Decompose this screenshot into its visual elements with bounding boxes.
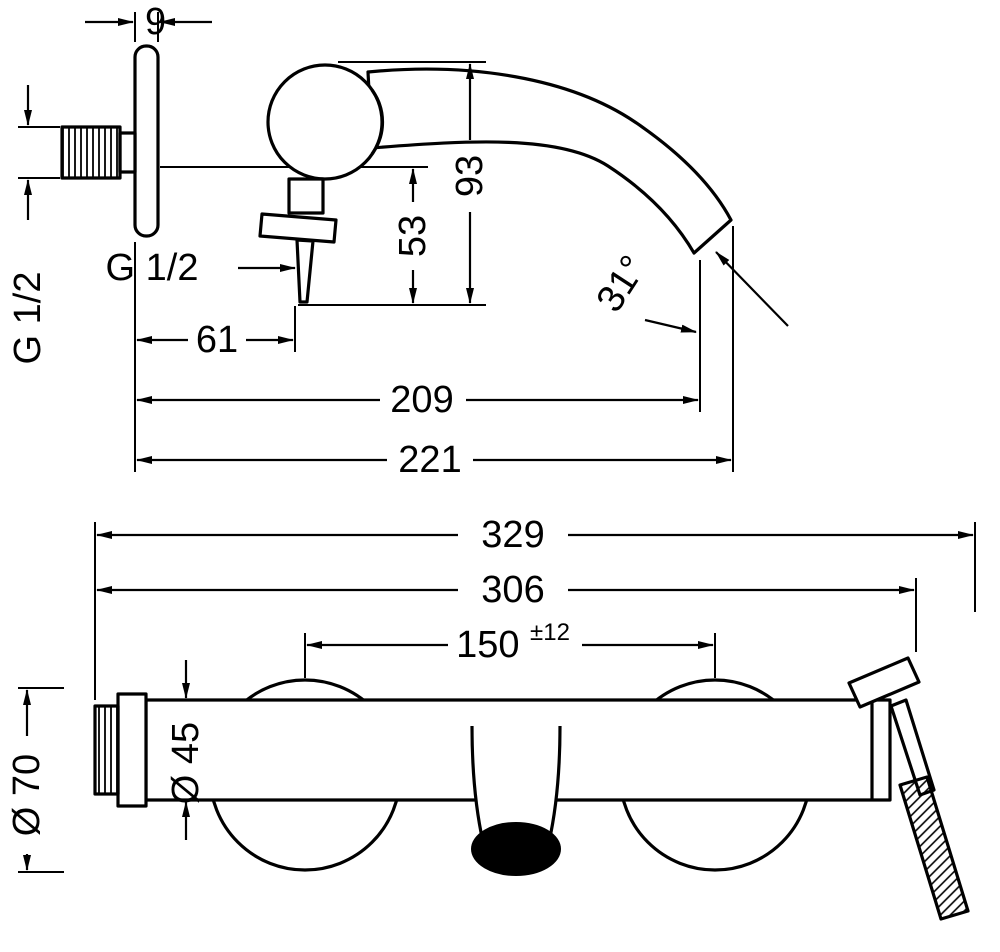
handle-lever	[258, 212, 338, 244]
dim-45-label: Ø 45	[165, 722, 207, 804]
handle-neck	[287, 177, 325, 215]
spout-profile	[366, 67, 733, 255]
dim-93-label: 93	[449, 155, 491, 197]
dim-70-label: Ø 70	[6, 754, 48, 836]
handle-grip-hatch	[900, 777, 968, 919]
dim-209-label: 209	[390, 379, 453, 421]
dim-150-label: 150 ±12	[456, 619, 570, 667]
handle-grip-outline	[898, 775, 970, 921]
left-thread-hatch	[95, 706, 118, 794]
dim-spout-angle: 31°	[589, 248, 789, 334]
spout-outlet-opening	[471, 822, 561, 876]
handle-rod	[295, 238, 315, 304]
front-view: 329 306 150 ±12 Ø 45	[6, 514, 976, 921]
inlet-thread-label: G 1/2	[7, 272, 49, 365]
dim-150-value: 150	[456, 624, 519, 666]
label-outlet-thread: G 1/2	[106, 247, 296, 289]
dim-31-label: 31°	[589, 248, 656, 319]
dim-body-diameter: Ø 45	[165, 660, 207, 840]
left-flange	[116, 692, 148, 808]
dim-329-label: 329	[481, 514, 544, 556]
dim-width-306: 306	[96, 569, 917, 652]
dim-reach-221: 221	[136, 226, 734, 481]
dim-reach-209: 209	[136, 260, 701, 421]
dim-53-label: 53	[392, 215, 434, 257]
inlet-thread-outline	[60, 125, 122, 180]
dim-9-label: 9	[145, 1, 166, 43]
inlet-pipe-neck	[118, 131, 137, 174]
left-thread-outline	[93, 704, 120, 796]
side-view: 9 G 1/2 93 53 G 1/2	[7, 1, 789, 481]
handle-rod-front	[889, 698, 936, 797]
mixer-body-cap-arc	[370, 89, 385, 155]
dim-height-53: 53	[392, 168, 434, 304]
outlet-thread-label: G 1/2	[106, 247, 199, 289]
handle-lever-front	[847, 656, 921, 709]
dim-connection-150: 150 ±12	[304, 619, 716, 678]
dim-61-label: 61	[196, 319, 238, 361]
inlet-thread-hatch	[62, 127, 120, 178]
dim-inlet-thread: G 1/2	[7, 85, 60, 364]
dim-reach-61: 61	[134, 242, 296, 472]
dim-escutcheon-diameter: Ø 70	[6, 687, 64, 873]
dim-306-label: 306	[481, 569, 544, 611]
dim-150-tolerance: ±12	[530, 619, 570, 646]
dim-height-93: 93	[298, 61, 491, 306]
mixer-body-circle	[266, 63, 384, 181]
dim-width-329: 329	[94, 514, 976, 700]
dim-plate-thickness: 9	[85, 1, 212, 43]
dim-221-label: 221	[398, 439, 461, 481]
spout-front-fill	[472, 726, 560, 842]
wall-plate	[133, 44, 160, 238]
